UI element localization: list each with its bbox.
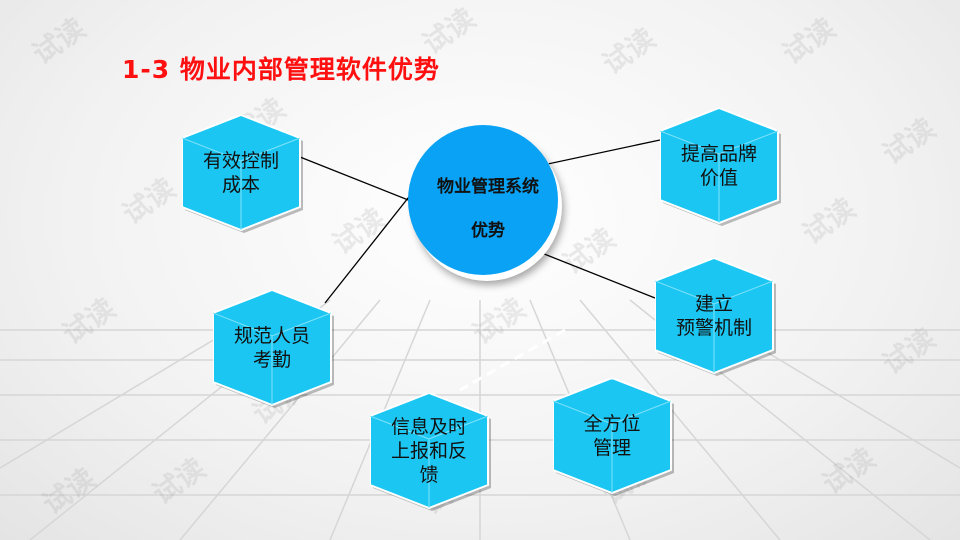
cube-attendance: 规范人员考勤 bbox=[213, 290, 334, 408]
cube-label-line: 建立 bbox=[694, 292, 733, 315]
center-label: 物业管理系统 优势 bbox=[408, 165, 568, 253]
center-label-line2: 优势 bbox=[471, 221, 505, 241]
cube-label: 全方位管理 bbox=[553, 378, 671, 493]
cube-label-line: 信息及时 bbox=[390, 415, 467, 438]
cube-label-line: 提高品牌 bbox=[680, 142, 757, 165]
cube-label-line: 预警机制 bbox=[675, 316, 752, 339]
cube-brand-value: 提高品牌价值 bbox=[660, 108, 781, 226]
cube-info-reporting: 信息及时上报和反馈 bbox=[370, 393, 491, 511]
cube-shape bbox=[553, 378, 674, 496]
cube-label-line: 有效控制 bbox=[202, 149, 279, 172]
cube-shape bbox=[370, 393, 491, 511]
cube-warning-mechanism: 建立预警机制 bbox=[655, 258, 776, 376]
cube-shape bbox=[655, 258, 776, 376]
cube-shape bbox=[213, 290, 334, 408]
cube-label-line: 成本 bbox=[221, 173, 260, 196]
center-label-line1: 物业管理系统 bbox=[437, 177, 539, 197]
slide-title: 1-3 物业内部管理软件优势 bbox=[122, 55, 440, 84]
cube-label: 有效控制成本 bbox=[182, 115, 300, 230]
cube-all-round-management: 全方位管理 bbox=[553, 378, 674, 496]
cube-label: 规范人员考勤 bbox=[213, 290, 331, 405]
cube-label: 建立预警机制 bbox=[655, 258, 773, 373]
cube-label-line: 馈 bbox=[419, 463, 439, 486]
cube-cost-control: 有效控制成本 bbox=[182, 115, 303, 233]
cube-label: 提高品牌价值 bbox=[660, 108, 778, 223]
cube-label-line: 价值 bbox=[699, 166, 738, 189]
cube-label-line: 管理 bbox=[592, 436, 631, 459]
cube-label-line: 规范人员 bbox=[233, 324, 310, 347]
cube-label: 信息及时上报和反馈 bbox=[370, 393, 488, 508]
center-circle bbox=[408, 125, 558, 275]
cube-shape bbox=[660, 108, 781, 226]
cube-label-line: 全方位 bbox=[583, 412, 641, 435]
cube-label-line: 考勤 bbox=[252, 348, 291, 371]
cube-label-line: 上报和反 bbox=[390, 439, 467, 462]
cube-shape bbox=[182, 115, 303, 233]
